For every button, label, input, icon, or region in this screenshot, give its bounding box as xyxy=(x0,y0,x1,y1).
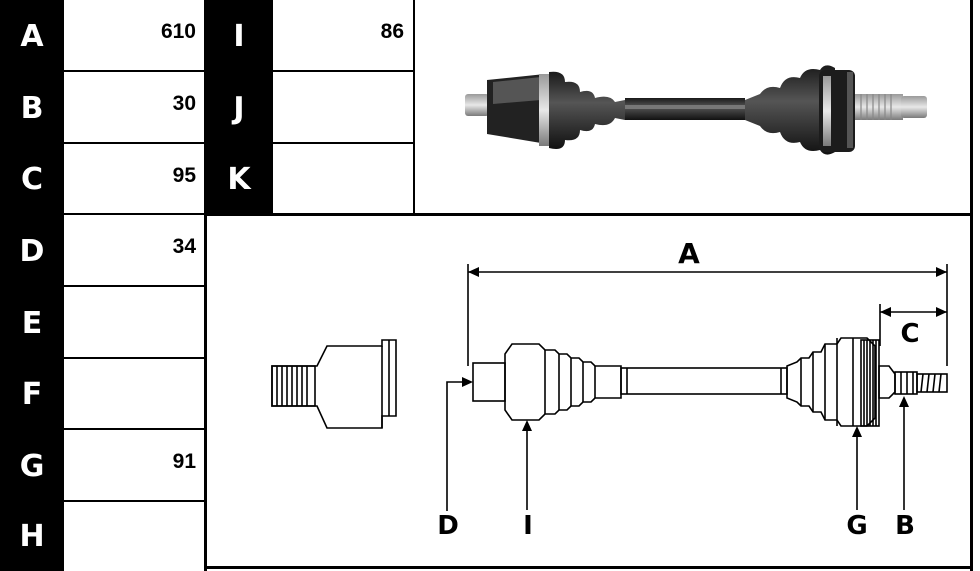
label-H: H xyxy=(0,502,64,571)
arrow-c-right xyxy=(936,307,947,317)
value-D: 34 xyxy=(64,215,205,287)
value-K xyxy=(273,144,413,215)
value-H xyxy=(64,502,205,571)
grid-divider-left xyxy=(204,0,207,571)
inner-joint xyxy=(504,343,622,421)
value-F xyxy=(64,359,205,430)
label-D: D xyxy=(0,215,64,287)
value-B: 30 xyxy=(64,72,205,144)
spline-adapter-illustration xyxy=(271,339,397,429)
leader-d xyxy=(446,381,469,511)
label-C: C xyxy=(0,144,64,215)
arrow-b xyxy=(899,396,909,407)
arrow-g xyxy=(852,426,862,437)
diagram-label-d: D xyxy=(437,511,459,541)
outer-boot xyxy=(786,337,876,427)
arrow-c-left xyxy=(880,307,891,317)
outer-thread xyxy=(916,373,948,393)
arrow-a-left xyxy=(468,267,479,277)
label-K: K xyxy=(205,144,273,215)
arrow-d xyxy=(462,377,473,387)
value-G: 91 xyxy=(64,430,205,502)
grid-divider-mid xyxy=(413,0,415,215)
diagram-label-g: G xyxy=(846,511,867,541)
drive-shaft xyxy=(620,367,788,395)
label-J: J xyxy=(205,72,273,144)
label-I: I xyxy=(205,0,273,72)
grid-divider-horizontal xyxy=(204,213,973,216)
arrow-i xyxy=(522,420,532,431)
value-C: 95 xyxy=(64,144,205,215)
diagram-label-c: C xyxy=(900,319,919,349)
label-E: E xyxy=(0,287,64,359)
product-photo xyxy=(465,65,927,155)
label-F: F xyxy=(0,359,64,430)
technical-diagram: A C D I G B xyxy=(271,237,948,541)
diagram-label-b: B xyxy=(895,511,915,541)
label-A: A xyxy=(0,0,64,72)
value-I: 86 xyxy=(273,0,413,72)
label-B: B xyxy=(0,72,64,144)
value-A: 610 xyxy=(64,0,205,72)
value-J xyxy=(273,72,413,144)
value-E xyxy=(64,287,205,359)
label-G: G xyxy=(0,430,64,502)
inner-stub xyxy=(472,362,506,402)
diagram-label-i: I xyxy=(523,511,533,541)
diagram-label-a: A xyxy=(678,237,700,270)
grid-divider-bottom xyxy=(204,566,973,569)
arrow-a-right xyxy=(936,267,947,277)
grid-divider-right xyxy=(970,0,973,571)
